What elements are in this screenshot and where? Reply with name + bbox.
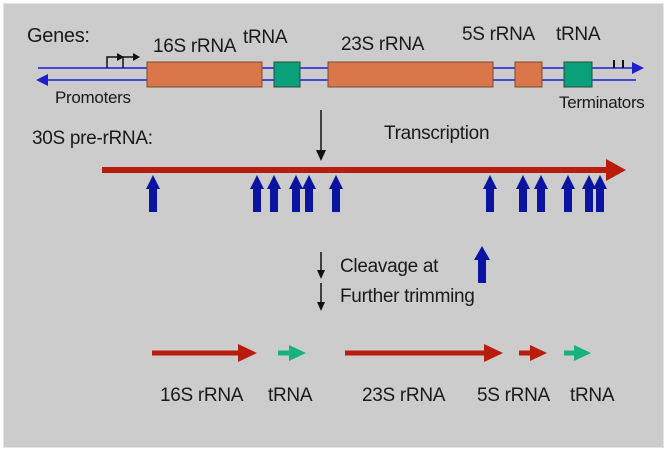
cleavage-site-arrow [329, 175, 343, 212]
gene-label-23s-rrna: 23S rRNA [341, 34, 425, 55]
gene-label-trna-1: tRNA [243, 27, 288, 48]
terminators-label: Terminators [559, 93, 645, 112]
cleavage-site-arrow [250, 175, 264, 212]
product-label-trna-2: tRNA [570, 385, 615, 406]
product-label-16s-rrna: 16S rRNA [160, 385, 244, 406]
product-label-5s-rrna: 5S rRNA [477, 385, 550, 406]
promoter-arrowhead-2 [133, 53, 140, 61]
product-label-23s-rrna: 23S rRNA [362, 385, 446, 406]
cleavage-site-arrow [302, 175, 316, 212]
cleavage-site-arrow [534, 175, 548, 212]
product-arrowhead-5s-rrna [530, 345, 547, 361]
pre-rrna-label: 30S pre-rRNA: [32, 128, 153, 149]
cleavage-site-arrow [267, 175, 281, 212]
cleavage-site-arrow [593, 175, 607, 212]
gene-box-trna-2 [563, 61, 593, 88]
gene-box-trna-1 [273, 61, 301, 88]
dna-bottom-strand-arrowhead [36, 74, 48, 86]
transcription-down-arrowhead [316, 150, 326, 161]
cleavage-site-legend-icon [474, 246, 490, 283]
gene-box-16s-rrna [146, 61, 263, 88]
transcription-label: Transcription [384, 123, 490, 144]
cleavage-step-label: Cleavage at [340, 256, 439, 277]
pre-rrna-transcript-arrowhead [606, 159, 626, 181]
product-arrowhead-trna-1 [289, 345, 306, 361]
cleavage-site-arrow [483, 175, 497, 212]
product-arrowhead-23s-rrna [484, 344, 503, 362]
product-arrowhead-trna-2 [574, 345, 591, 361]
trimming-step-arrowhead [317, 302, 325, 311]
cleavage-site-arrow [289, 175, 303, 212]
product-arrowhead-16s-rrna [238, 344, 257, 362]
gene-box-5s-rrna [514, 61, 543, 88]
cleavage-sites [146, 175, 607, 212]
genes-label: Genes: [27, 25, 90, 47]
dna-top-strand-arrowhead [632, 62, 644, 74]
promoters-label: Promoters [55, 88, 131, 107]
product-label-trna-1: tRNA [268, 385, 313, 406]
cleavage-site-arrow [561, 175, 575, 212]
cleavage-site-arrow [516, 175, 530, 212]
trimming-step-label: Further trimming [340, 286, 475, 307]
cleavage-site-arrow [582, 175, 596, 212]
cleavage-step-arrowhead [317, 270, 325, 279]
gene-box-23s-rrna [327, 61, 494, 88]
gene-label-trna-2: tRNA [556, 24, 601, 45]
cleavage-site-arrow [146, 175, 160, 212]
gene-label-5s-rrna: 5S rRNA [462, 24, 535, 45]
promoter-arrowhead-1 [117, 53, 124, 61]
gene-label-16s-rrna: 16S rRNA [153, 36, 237, 57]
